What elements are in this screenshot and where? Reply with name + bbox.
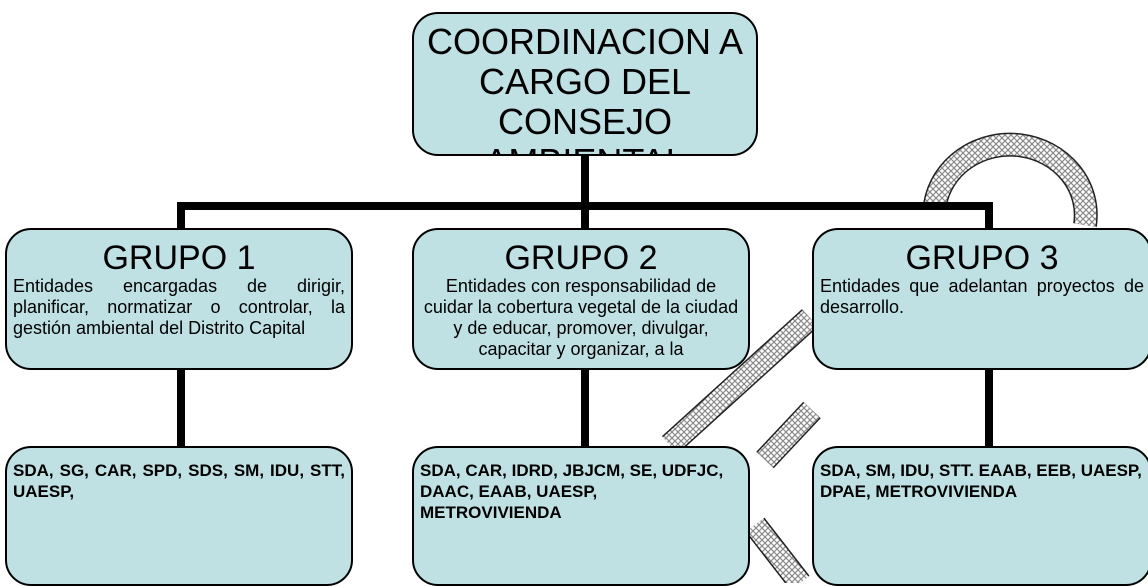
group-1-entities: SDA, SG, CAR, SPD, SDS, SM, IDU, STT, UA… xyxy=(13,461,345,501)
council-coordination-title: COORDINACION A CARGO DEL CONSEJO AMBIENT… xyxy=(426,21,744,155)
group-2-description: Entidades con responsabilidad de cuidar … xyxy=(423,276,739,359)
group-2-entities: SDA, CAR, IDRD, JBJCM, SE, UDFJC, DAAC, … xyxy=(420,461,724,522)
group-1-title: GRUPO 1 xyxy=(102,239,256,277)
group-2-entities-box: SDA, CAR, IDRD, JBJCM, SE, UDFJC, DAAC, … xyxy=(412,446,750,586)
group-2-box: GRUPO 2 Entidades con responsabilidad de… xyxy=(412,228,750,370)
group-1-entities-box: SDA, SG, CAR, SPD, SDS, SM, IDU, STT, UA… xyxy=(5,446,353,586)
group-3-entities-box: SDA, SM, IDU, STT. EAAB, EEB, UAESP, DPA… xyxy=(812,446,1148,586)
group-1-description: Entidades encargadas de dirigir, planifi… xyxy=(13,276,345,338)
hatched-watermark xyxy=(661,132,1098,583)
group-3-box: GRUPO 3 Entidades que adelantan proyecto… xyxy=(812,228,1148,370)
council-coordination-box: COORDINACION A CARGO DEL CONSEJO AMBIENT… xyxy=(412,12,758,156)
group-2-title: GRUPO 2 xyxy=(504,239,658,277)
group-3-entities: SDA, SM, IDU, STT. EAAB, EEB, UAESP, DPA… xyxy=(820,461,1142,501)
group-3-description: Entidades que adelantan proyectos de des… xyxy=(820,276,1144,317)
group-1-box: GRUPO 1 Entidades encargadas de dirigir,… xyxy=(5,228,353,370)
connector-lines xyxy=(177,156,993,448)
group-3-title: GRUPO 3 xyxy=(905,239,1059,277)
